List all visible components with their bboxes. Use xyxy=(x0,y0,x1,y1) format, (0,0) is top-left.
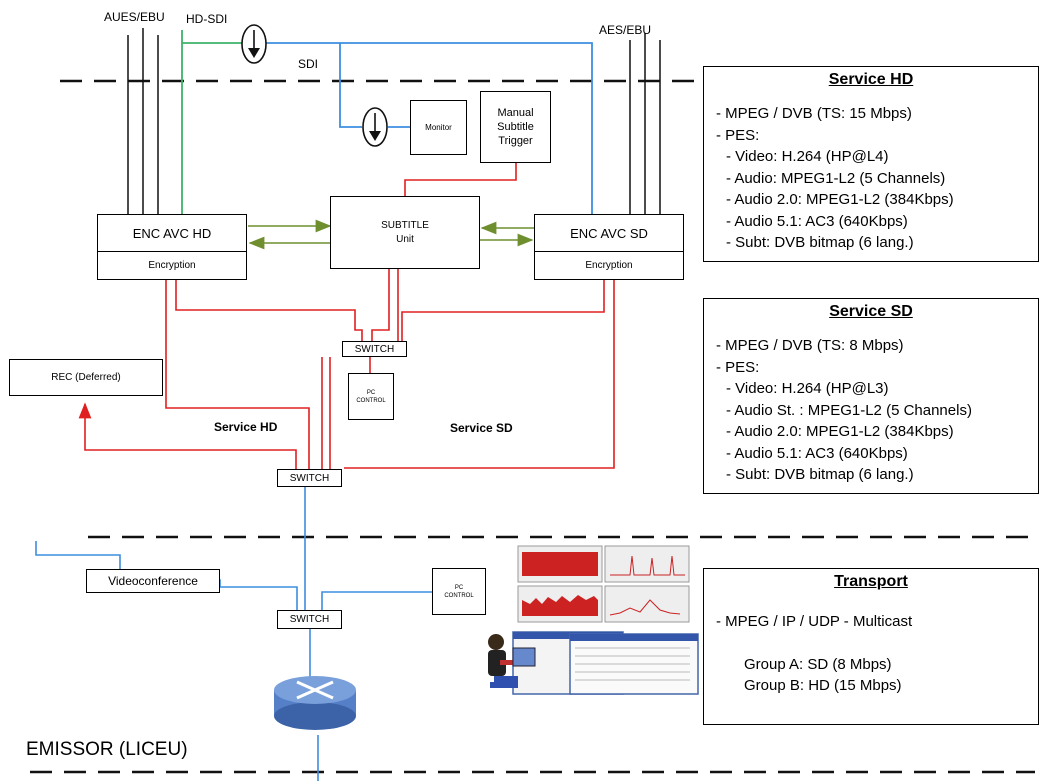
videoconference-box: Videoconference xyxy=(86,569,220,593)
monitor-label: Monitor xyxy=(425,123,452,132)
service-sd-line: - PES: xyxy=(716,358,760,376)
service-hd-panel: Service HD - MPEG / DVB (TS: 15 Mbps) - … xyxy=(703,66,1039,262)
service-hd-line: - PES: xyxy=(716,126,760,144)
service-hd-line: - MPEG / DVB (TS: 15 Mbps) xyxy=(716,105,912,122)
trigger-label-line-3: Trigger xyxy=(498,135,533,147)
enc-avc-sd-box: ENC AVC SD xyxy=(534,214,684,252)
service-sd-line: - Audio 2.0: MPEG1-L2 (384Kbps) xyxy=(726,423,954,440)
rec-deferred-box: REC (Deferred) xyxy=(9,359,163,396)
transport-line: Group A: SD (8 Mbps) xyxy=(744,655,892,673)
switch-bottom-box: SWITCH xyxy=(277,610,342,629)
aues-ebu-label: AUES/EBU xyxy=(104,10,165,24)
hd-sdi-line xyxy=(181,30,242,44)
service-hd-line: - Subt: DVB bitmap (6 lang.) xyxy=(726,234,914,251)
service-hd-line: - Audio 2.0: MPEG1-L2 (384Kbps) xyxy=(726,191,954,208)
enc-avc-sd-label: ENC AVC SD xyxy=(570,225,648,241)
monitor-box: Monitor xyxy=(410,100,467,155)
service-hd-line: - Audio: MPEG1-L2 (5 Channels) xyxy=(726,169,946,187)
transport-panel: Transport - MPEG / IP / UDP - Multicast … xyxy=(703,568,1039,725)
pc-control-bottom-label-1: PC xyxy=(454,584,464,591)
trigger-label-line-1: Manual xyxy=(497,107,534,119)
enc-hd-encryption-box: Encryption xyxy=(97,251,247,280)
transport-list: - MPEG / IP / UDP - Multicast Group A: S… xyxy=(716,611,1038,697)
enc-avc-hd-label: ENC AVC HD xyxy=(132,225,212,241)
subtitle-unit-label-1: SUBTITLE xyxy=(381,219,429,231)
subtitle-unit-box: SUBTITLE Unit xyxy=(330,196,480,269)
enc-sd-encryption-label: Encryption xyxy=(585,260,633,271)
service-sd-panel: Service SD - MPEG / DVB (TS: 8 Mbps) - P… xyxy=(703,298,1039,494)
service-sd-line: - Video: H.264 (HP@L3) xyxy=(726,380,889,397)
pc-control-top-box: PC CONTROL xyxy=(348,373,394,420)
trigger-to-subtitle-line xyxy=(404,163,517,196)
trigger-label-line-2: Subtitle xyxy=(497,121,534,133)
videoconference-label: Videoconference xyxy=(108,574,198,588)
service-hd-flow-label: Service HD xyxy=(214,420,278,434)
transport-line xyxy=(716,633,1038,654)
transport-line: Group B: HD (15 Mbps) xyxy=(744,677,902,694)
emissor-label: EMISSOR (LICEU) xyxy=(26,739,188,760)
enc-hd-encryption-label: Encryption xyxy=(148,260,196,271)
service-sd-line: - Audio 5.1: AC3 (640Kbps) xyxy=(726,444,908,462)
subtitle-link-arrows xyxy=(248,219,534,250)
transport-line: - MPEG / IP / UDP - Multicast xyxy=(716,613,913,630)
subtitle-unit-label-2: Unit xyxy=(396,233,414,245)
switch-top-box: SWITCH xyxy=(342,341,407,357)
hd-sdi-label: HD-SDI xyxy=(186,12,228,26)
service-hd-title: Service HD xyxy=(828,71,914,88)
aes-ebu-label: AES/EBU xyxy=(599,23,652,37)
transport-title: Transport xyxy=(834,573,908,590)
pc-control-bottom-label-2: CONTROL xyxy=(444,592,474,599)
red-feed-lines xyxy=(78,269,615,469)
service-sd-title: Service SD xyxy=(829,303,913,320)
splitter-icon-monitor xyxy=(362,107,388,147)
switch-top-label: SWITCH xyxy=(354,343,395,355)
enc-avc-hd-box: ENC AVC HD xyxy=(97,214,247,252)
service-sd-line: - Audio St. : MPEG1-L2 (5 Channels) xyxy=(726,401,972,419)
service-hd-line: - Audio 5.1: AC3 (640Kbps) xyxy=(726,212,908,230)
pc-control-bottom-box: PC CONTROL xyxy=(432,568,486,615)
switch-mid-label: SWITCH xyxy=(289,472,330,484)
aues-ebu-lines xyxy=(127,28,159,214)
switch-bottom-label: SWITCH xyxy=(289,614,330,625)
pc-control-top-label-1: PC xyxy=(366,389,376,396)
service-sd-line: - MPEG / DVB (TS: 8 Mbps) xyxy=(716,337,904,354)
service-hd-list: - MPEG / DVB (TS: 15 Mbps) - PES: - Vide… xyxy=(716,103,1038,254)
service-sd-list: - MPEG / DVB (TS: 8 Mbps) - PES: - Video… xyxy=(716,335,1038,486)
sdi-label: SDI xyxy=(298,57,319,71)
monitoring-illustration xyxy=(488,545,699,695)
service-sd-flow-label: Service SD xyxy=(450,421,513,435)
network-blue-lines xyxy=(35,487,432,781)
monitor-feed-line xyxy=(339,43,362,128)
router-icon xyxy=(274,676,356,730)
splitter-icon-top xyxy=(241,24,267,64)
sdi-line xyxy=(266,42,593,214)
service-hd-line: - Video: H.264 (HP@L4) xyxy=(726,148,889,165)
aes-ebu-lines xyxy=(629,33,661,214)
pc-control-top-label-2: CONTROL xyxy=(356,397,386,404)
switch-mid-box: SWITCH xyxy=(277,469,342,487)
rec-deferred-label: REC (Deferred) xyxy=(51,372,121,383)
enc-sd-encryption-box: Encryption xyxy=(534,251,684,280)
service-sd-line: - Subt: DVB bitmap (6 lang.) xyxy=(726,466,914,483)
manual-subtitle-trigger-box: Manual Subtitle Trigger xyxy=(480,91,551,163)
